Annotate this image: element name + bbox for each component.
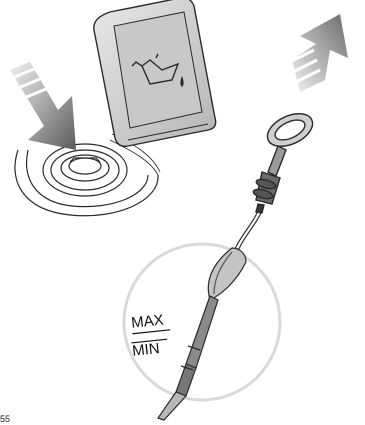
arrow-down-right-icon bbox=[10, 62, 76, 150]
filler-neck bbox=[15, 134, 160, 216]
drip-guide bbox=[208, 248, 246, 300]
max-label: MAX bbox=[130, 311, 164, 331]
arrow-up-right-icon bbox=[290, 14, 348, 92]
dipstick-tip bbox=[158, 296, 218, 420]
figure-code: 55 bbox=[0, 414, 10, 424]
level-labels: MAX MIN bbox=[128, 311, 172, 360]
dipstick-handle bbox=[252, 107, 317, 213]
oil-filler-cap bbox=[94, 0, 216, 146]
